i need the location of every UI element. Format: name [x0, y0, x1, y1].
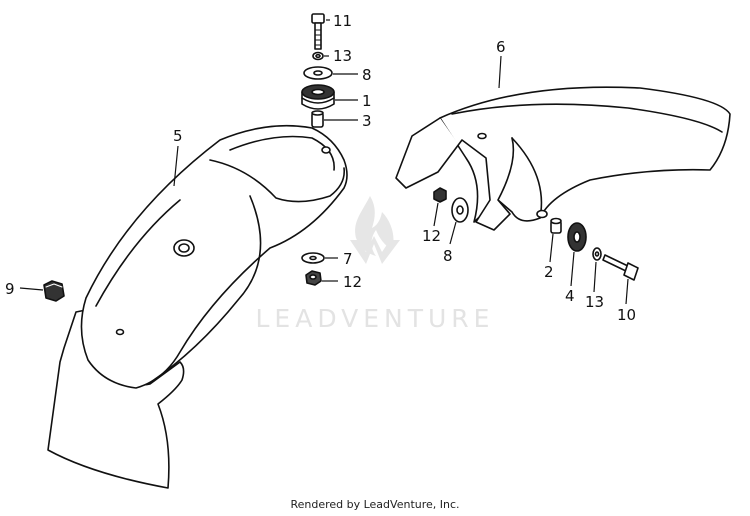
callout-12-left: 12 — [343, 273, 362, 291]
washer-13-right — [592, 247, 602, 261]
callout-11: 11 — [333, 12, 352, 30]
nut-12-right — [433, 187, 447, 203]
callout-8-right: 8 — [443, 247, 453, 265]
leader-lines — [19, 19, 629, 305]
washer-13-top — [312, 51, 324, 61]
callout-12-right: 12 — [422, 227, 441, 245]
washer-8-right — [451, 197, 469, 223]
callout-2: 2 — [544, 263, 554, 281]
watermark-logo-icon — [350, 196, 400, 264]
collar-2 — [550, 217, 562, 234]
callout-13-top: 13 — [333, 47, 352, 65]
callout-labels: 11 13 8 1 3 5 6 7 12 9 12 8 2 4 13 10 — [5, 12, 636, 324]
front-fender — [395, 86, 731, 231]
nut-12-left — [305, 270, 322, 286]
callout-7: 7 — [343, 250, 353, 268]
callout-5: 5 — [173, 127, 183, 145]
render-credit: Rendered by LeadVenture, Inc. — [290, 498, 460, 511]
nut-9 — [43, 280, 65, 302]
callout-3: 3 — [362, 112, 372, 130]
callout-1: 1 — [362, 92, 372, 110]
callout-8-top: 8 — [362, 66, 372, 84]
callout-4: 4 — [565, 287, 575, 305]
damper-1 — [301, 84, 335, 110]
washer-8-top — [303, 66, 333, 80]
washer-7 — [301, 252, 325, 264]
damper-4 — [567, 222, 587, 252]
watermark-text: LEADVENTURE — [256, 304, 495, 333]
watermark: LEADVENTURE — [256, 196, 495, 333]
callout-9: 9 — [5, 280, 15, 298]
bolt-11 — [311, 13, 325, 50]
callout-13-right: 13 — [585, 293, 604, 311]
callout-6: 6 — [496, 38, 506, 56]
callout-10: 10 — [617, 306, 636, 324]
bolt-10 — [602, 254, 639, 281]
collar-3 — [311, 110, 324, 128]
rear-fender — [47, 124, 348, 489]
